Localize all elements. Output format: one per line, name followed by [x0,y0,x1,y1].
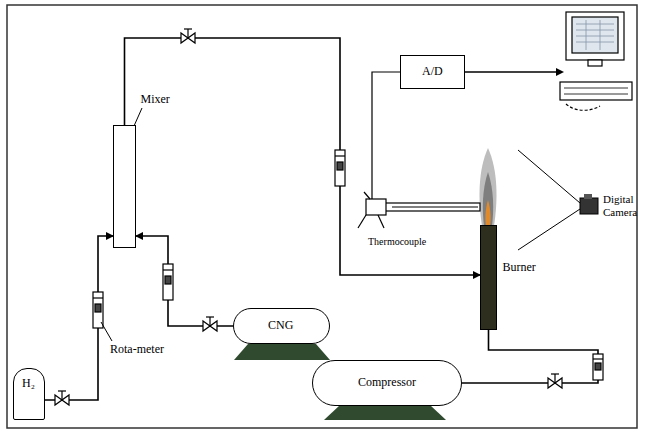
node-label: Burner [503,261,536,275]
pipe-connector [125,38,481,275]
burner-box: Burner [480,225,497,330]
mixer-leader [134,108,142,126]
cng-tank: CNG [233,308,330,344]
node-label: Compressor [358,376,416,390]
h2-cylinder: H₂ [13,368,45,420]
flame [480,148,497,226]
rotameter-symbols [93,150,603,380]
compressor-tank: Compressor [312,360,462,406]
digital-camera [518,150,598,250]
rotameter-leader [101,322,112,341]
pipe-connector [45,236,113,400]
ad-converter-box: A/D [400,55,465,89]
signal-arrowhead [556,68,564,76]
node-label: A/D [422,65,443,79]
thermocouple-probe [358,72,480,228]
node-label: H₂ [22,377,35,391]
node-label: CNG [268,319,293,333]
thermocouple-label: Thermocouple [368,236,426,248]
pipe-connector [136,236,233,326]
frame [7,5,637,428]
computer-illustration [560,12,632,110]
mixer-box: Mixer [113,125,136,248]
pipe-connector [462,330,598,383]
rotameter-label: Rota-meter [110,343,164,357]
camera-label: Digital Camera [603,193,641,218]
cng-base [234,344,330,360]
compressor-base [324,405,446,420]
valve-symbols [55,29,562,405]
node-label: Mixer [141,93,170,107]
signal-line [465,71,556,72]
